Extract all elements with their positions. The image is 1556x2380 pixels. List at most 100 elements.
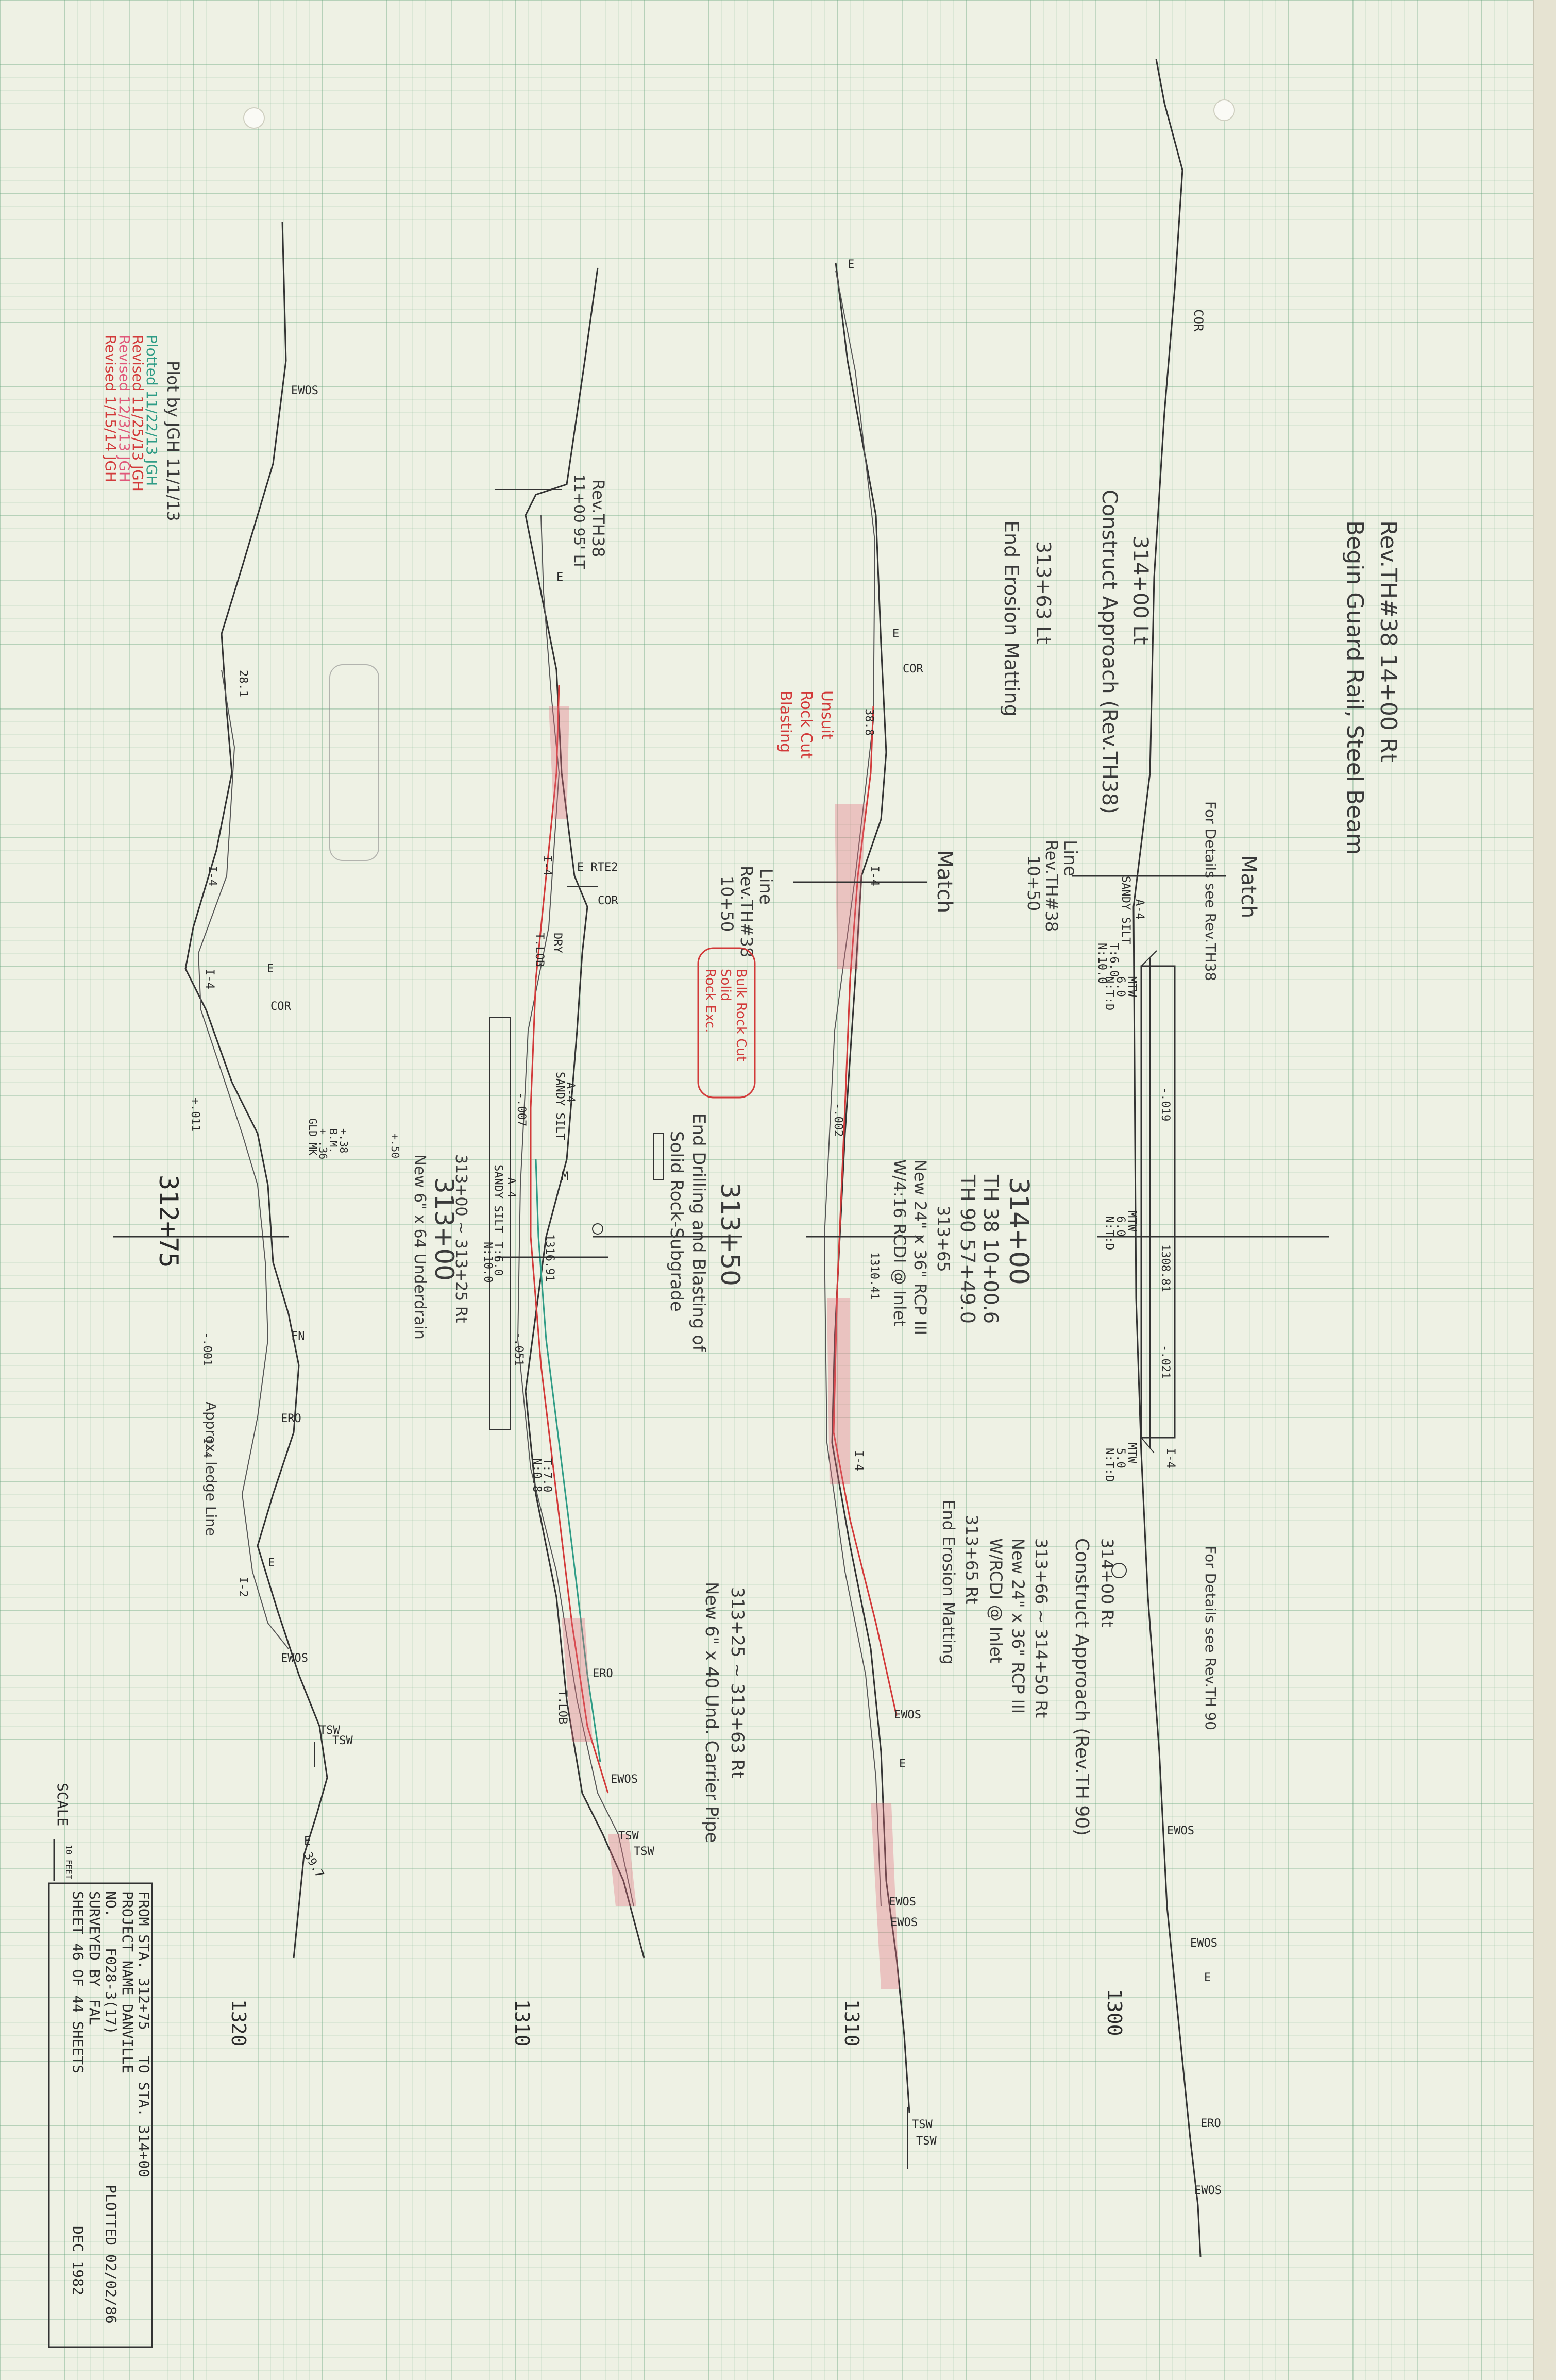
middle-ground-line-2 xyxy=(823,270,882,1907)
right-ewos-1: EWOS xyxy=(1167,1825,1194,1837)
fl-angle-2: 39.7 xyxy=(301,1850,326,1880)
far-left-ground-line-2 xyxy=(197,669,289,1649)
left-underdrain-sta: 313+00 ~ 313+25 Rt xyxy=(452,1154,470,1323)
right-elev: 1300 xyxy=(1103,1989,1126,2036)
middle-offset: 1310.41 xyxy=(868,1252,881,1300)
middle-pipe-inlet: W/4:16 RCDI @ Inlet xyxy=(890,1159,909,1327)
fl-ewos2: EWOS xyxy=(281,1652,308,1665)
tb-surveyed: SURVEYED BY xyxy=(86,1891,103,1987)
right-slope-tick xyxy=(1141,950,1157,967)
left-red-hatch-2 xyxy=(562,1618,593,1742)
middle-e2-label: E xyxy=(892,628,899,640)
left-code-tlob2: T.LOB xyxy=(556,1690,569,1724)
fl-e3: E xyxy=(304,1835,311,1848)
middle-e3-label: E xyxy=(899,1758,906,1770)
middle-station: 314+00 xyxy=(1003,1177,1034,1285)
fl-notes-bm: B.M. xyxy=(327,1128,340,1153)
left-code-i4: I-4 xyxy=(540,855,553,876)
right-approach-desc: Construct Approach (Rev.TH 90) xyxy=(1071,1538,1092,1836)
right-n-label: N:10.0 xyxy=(1095,943,1108,984)
tb-from: FROM STA. 312+75 xyxy=(136,1891,153,2030)
right-mtw-1-val: 6.0 xyxy=(1114,976,1127,997)
lc-line-label: Line xyxy=(755,868,776,905)
right-monument-circle xyxy=(1111,1563,1127,1578)
left-code-m: M xyxy=(562,1170,568,1183)
plot-note-1: Plot by JGH 11/1/13 xyxy=(163,361,183,521)
right-ntd-3: N:T:D xyxy=(1103,1448,1115,1482)
middle-approach-sta: 314+00 Lt xyxy=(1128,536,1152,645)
scale-label: SCALE xyxy=(54,1783,71,1826)
middle-ewos2-label: EWOS xyxy=(889,1896,916,1909)
punch-hole-top-left xyxy=(243,107,265,129)
tb-project-id: F028-3(17) xyxy=(103,1948,120,2035)
tb-project-name: PROJECT NAME DANVILLE xyxy=(119,1891,136,2073)
middle-match: Match xyxy=(933,850,956,913)
right-match-label: Match xyxy=(1237,855,1260,918)
lc-small-rect xyxy=(653,1133,664,1180)
middle-station-ah1: TH 38 10+00.6 xyxy=(979,1174,1002,1324)
right-ntd-1: N:T:D xyxy=(1103,976,1115,1010)
title-block-frame xyxy=(48,1882,153,2348)
fl-notes-sm3: +.50 xyxy=(389,1134,401,1158)
right-ewos-3: EWOS xyxy=(1194,2184,1222,2197)
middle-approach-desc: Construct Approach (Rev.TH38) xyxy=(1097,489,1121,814)
fl-i4b: I-4 xyxy=(203,969,216,989)
fl-i4: I-4 xyxy=(206,866,218,886)
plot-note-2: Plotted 11/22/13 JGH xyxy=(143,335,160,486)
left-station: 313+00 xyxy=(429,1177,459,1281)
left-code-n: N:10.0 xyxy=(481,1242,494,1282)
fl-i4c: I-4 xyxy=(200,1438,213,1458)
left-code-t: T:6.0 xyxy=(492,1242,504,1276)
right-ground-line xyxy=(1132,59,1202,2257)
right-slope-2: -.021 xyxy=(1159,1345,1172,1379)
lc-carrier-desc: New 6" x 40 Und. Carrier Pipe xyxy=(701,1582,722,1843)
lc-blast-2: Solid Rock-Subgrade xyxy=(666,1131,687,1312)
right-details-bottom: For Details see Rev.TH 90 xyxy=(1202,1546,1219,1730)
right-ewos-2: EWOS xyxy=(1190,1937,1217,1950)
fl-e2: E xyxy=(268,1557,275,1569)
middle-pipe-sta: 313+65 xyxy=(934,1206,953,1272)
fl-station: 312+75 xyxy=(154,1175,183,1268)
left-red-hatch-3 xyxy=(608,1834,636,1906)
middle-red-hatch-3 xyxy=(871,1803,899,1989)
middle-i4-label: I-4 xyxy=(868,866,881,886)
right-slope-tick-2 xyxy=(1141,1437,1155,1454)
right-title-desc: Begin Guard Rail, Steel Beam xyxy=(1342,520,1368,855)
title-block: FROM STA. 312+75 TO STA. 314+00 PROJECT … xyxy=(48,1783,153,2348)
right-pipe-inlet: W/RCDI @ Inlet xyxy=(986,1538,1006,1663)
right-mtw-3: MTW xyxy=(1125,1443,1138,1463)
scale-value: 10 FEET xyxy=(64,1845,74,1880)
middle-red-hatch-2 xyxy=(827,1298,850,1484)
fl-slope2: -.001 xyxy=(200,1332,213,1366)
right-mtw-2-val: 6.0 xyxy=(1114,1216,1127,1237)
fl-cor: COR xyxy=(270,1000,291,1013)
right-mtw-2: MTW xyxy=(1125,1211,1138,1231)
lc-red-box-2: Solid xyxy=(718,969,733,1001)
middle-line-rev: Rev.TH#38 xyxy=(1042,840,1061,932)
right-e: E xyxy=(1204,1971,1211,1984)
left-red-profile xyxy=(530,685,609,1794)
right-ntd-2: N:T:D xyxy=(1103,1216,1115,1250)
left-code-e: E xyxy=(556,571,563,584)
fl-fn: FN xyxy=(291,1330,305,1343)
left-code-a4: A-4 xyxy=(564,1082,577,1103)
middle-i4b-label: I-4 xyxy=(852,1450,865,1471)
left-panel: Rev.TH38 11+00 95' LT 313+00 313+00 ~ 31… xyxy=(329,267,654,2047)
middle-red-note-3: Blasting xyxy=(776,690,794,753)
middle-slope: -.002 xyxy=(832,1103,844,1137)
lc-carrier-sta: 313+25 ~ 313+63 Rt xyxy=(727,1587,748,1778)
left-code-cor: COR xyxy=(598,894,618,907)
middle-erosion-desc: End Erosion Matting xyxy=(1000,520,1023,717)
revision-notes: Plot by JGH 11/1/13 Plotted 11/22/13 JGH… xyxy=(102,335,183,521)
fl-tsw2: TSW xyxy=(332,1734,353,1747)
left-code-tlob: T.LOB xyxy=(533,933,546,967)
right-panel: COR Rev.TH#38 14+00 Rt Begin Guard Rail,… xyxy=(986,59,1401,2257)
left-code-ero: ERO xyxy=(593,1667,613,1680)
right-approach-sta: 314+00 Rt xyxy=(1097,1538,1117,1628)
middle-station-ah2: TH 90 57+49.0 xyxy=(956,1174,979,1324)
fl-notes-plus: +.38 xyxy=(337,1128,350,1153)
left-code-a4b: A-4 xyxy=(504,1177,517,1198)
lc-blast-1: End Drilling and Blasting of xyxy=(688,1113,709,1352)
left-code-sandy-2: SANDY SILT xyxy=(492,1164,504,1233)
